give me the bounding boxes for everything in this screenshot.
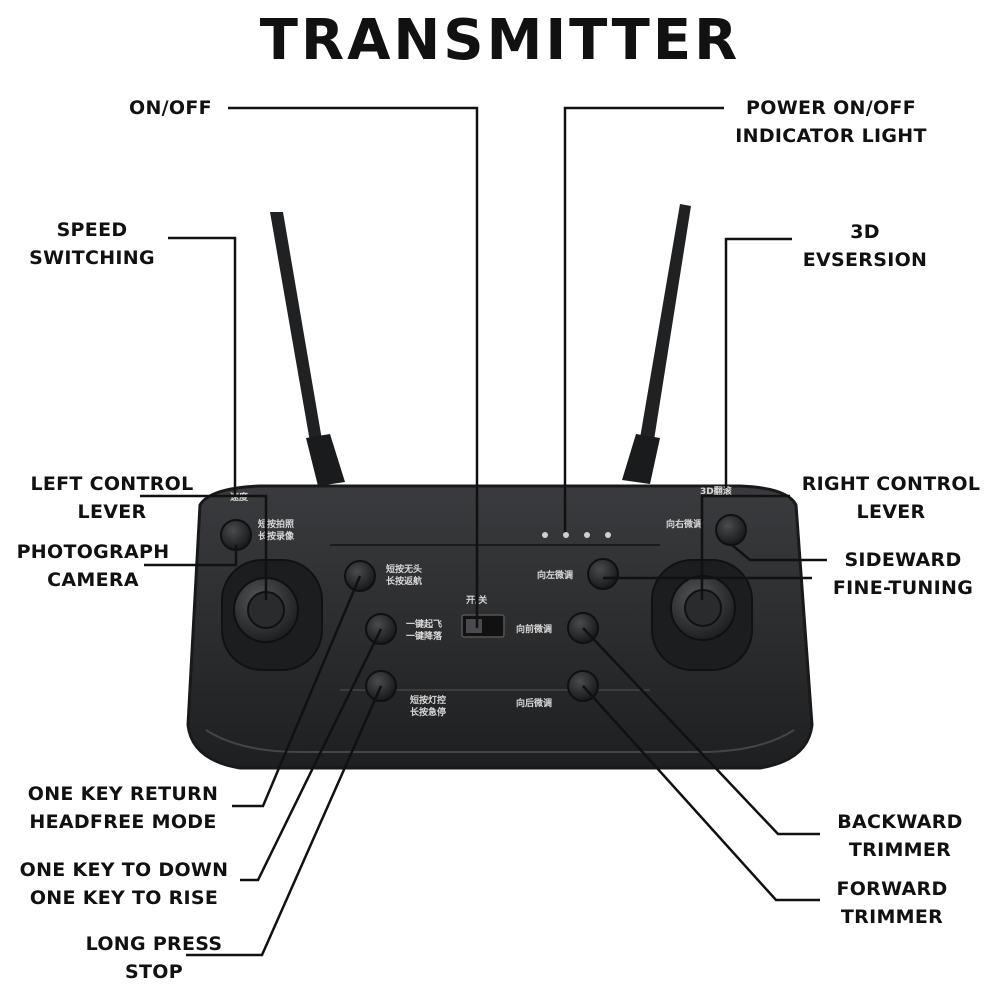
- device-light-text-1: 短按灯控: [410, 694, 446, 706]
- label-power-indicator: POWER ON/OFF INDICATOR LIGHT: [735, 97, 927, 147]
- device-trim-right-text: 向右微调: [666, 518, 702, 530]
- power-switch[interactable]: [461, 614, 505, 638]
- leader-left-control-lever: [140, 494, 268, 600]
- device-photo-text-1: 短按拍照: [258, 518, 294, 530]
- label-one-key-down-rise: ONE KEY TO DOWN ONE KEY TO RISE: [19, 859, 229, 909]
- device-headless-text-1: 短按无头: [386, 563, 422, 575]
- device-trim-backward-text: 向后微调: [516, 697, 552, 709]
- leader-3d-evsersion: [724, 237, 792, 488]
- device-evsersion-text: 3D翻滚: [700, 485, 733, 497]
- trim-sideward-button[interactable]: [587, 558, 619, 590]
- label-right-control-lever: RIGHT CONTROL LEVER: [801, 473, 981, 523]
- label-backward-trimmer: BACKWARD TRIMMER: [837, 811, 963, 861]
- label-forward-trimmer: FORWARD TRIMMER: [836, 878, 948, 928]
- device-takeoff-text-1: 一键起飞: [406, 618, 442, 630]
- device-headless-text-2: 长按返航: [386, 575, 422, 587]
- label-long-press-stop: LONG PRESS STOP: [85, 933, 223, 983]
- device-light-text-2: 长按急停: [410, 706, 446, 718]
- label-sideward-fine-tuning: SIDEWARD FINE-TUNING: [832, 549, 974, 599]
- device-photo-text-2: 长按录像: [258, 530, 295, 542]
- leader-on-off: [228, 106, 479, 628]
- label-on-off: ON/OFF: [129, 97, 212, 119]
- indicator-lights: [542, 532, 611, 538]
- leader-lines: [140, 106, 827, 957]
- leader-one-key-return: [232, 575, 362, 808]
- label-photograph-camera: PHOTOGRAPH CAMERA: [16, 541, 170, 591]
- evsersion-button[interactable]: [715, 514, 747, 546]
- device-trim-forward-text: 向前微调: [516, 623, 552, 635]
- device-takeoff-text-2: 一键降落: [406, 630, 443, 642]
- leader-forward-trimmer: [582, 685, 820, 902]
- leader-speed-switching: [168, 236, 237, 497]
- label-3d-evsersion: 3D EVSERSION: [802, 221, 928, 271]
- leader-one-key-down: [240, 628, 383, 882]
- leader-long-press-stop: [186, 685, 383, 957]
- left-joystick[interactable]: [221, 559, 323, 671]
- label-left-control-lever: LEFT CONTROL LEVER: [30, 473, 194, 523]
- label-speed-switching: SPEED SWITCHING: [29, 219, 155, 269]
- leader-power-indicator: [563, 106, 724, 532]
- leader-photograph-camera: [144, 545, 238, 567]
- leader-sideward-trim-upper: [731, 544, 827, 562]
- device-trim-left-text: 向左微调: [537, 569, 573, 581]
- right-antenna: [622, 204, 691, 484]
- label-one-key-return: ONE KEY RETURN HEADFREE MODE: [27, 783, 219, 833]
- left-antenna: [270, 212, 345, 486]
- leader-backward-trimmer: [582, 627, 820, 836]
- page-title: TRANSMITTER: [259, 8, 741, 73]
- leader-right-control-lever: [700, 494, 790, 600]
